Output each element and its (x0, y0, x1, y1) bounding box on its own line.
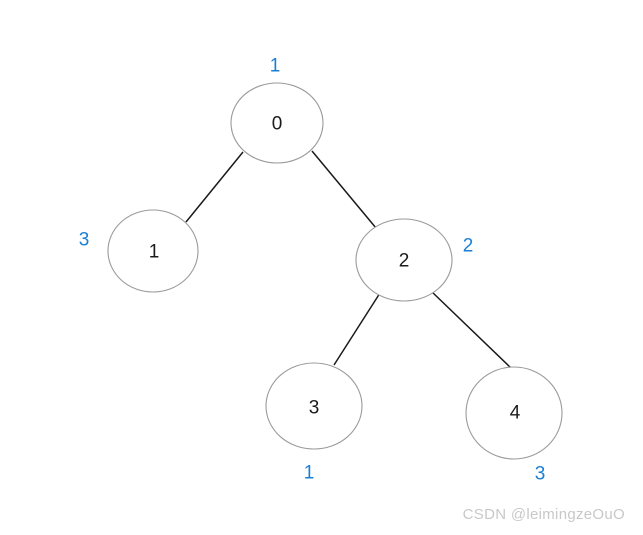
edge-root-to-right (311, 150, 377, 229)
tree-node-4[interactable]: 4 (465, 366, 563, 460)
annotation-group: 1 3 2 1 3 (79, 56, 546, 485)
edge-node2-to-node4 (430, 290, 512, 369)
tree-node-2[interactable]: 2 (355, 218, 453, 302)
node-text-2: 2 (399, 251, 410, 272)
annotation-node-3: 1 (304, 463, 315, 484)
tree-node-3[interactable]: 3 (265, 362, 363, 450)
node-text-0: 0 (272, 114, 283, 135)
annotation-node-0: 1 (270, 56, 281, 77)
node-text-1: 1 (149, 242, 160, 263)
annotation-node-1: 3 (79, 230, 90, 251)
edge-node2-to-node3 (333, 292, 381, 366)
annotation-node-4: 3 (535, 464, 546, 485)
edge-group (185, 150, 512, 369)
tree-node-0[interactable]: 0 (230, 82, 324, 164)
node-circle-1 (107, 209, 199, 293)
node-circle-3 (265, 362, 363, 450)
node-circle-2 (355, 218, 453, 302)
watermark-text: CSDN @leimingzeOuO (462, 506, 625, 523)
node-circle-0 (230, 82, 324, 164)
node-text-4: 4 (510, 403, 521, 424)
node-circle-4 (465, 366, 563, 460)
tree-node-1[interactable]: 1 (107, 209, 199, 293)
node-text-3: 3 (309, 398, 320, 419)
edge-root-to-left (185, 151, 244, 223)
annotation-node-2: 2 (463, 236, 474, 257)
node-group: 0 1 2 3 4 (107, 82, 563, 460)
